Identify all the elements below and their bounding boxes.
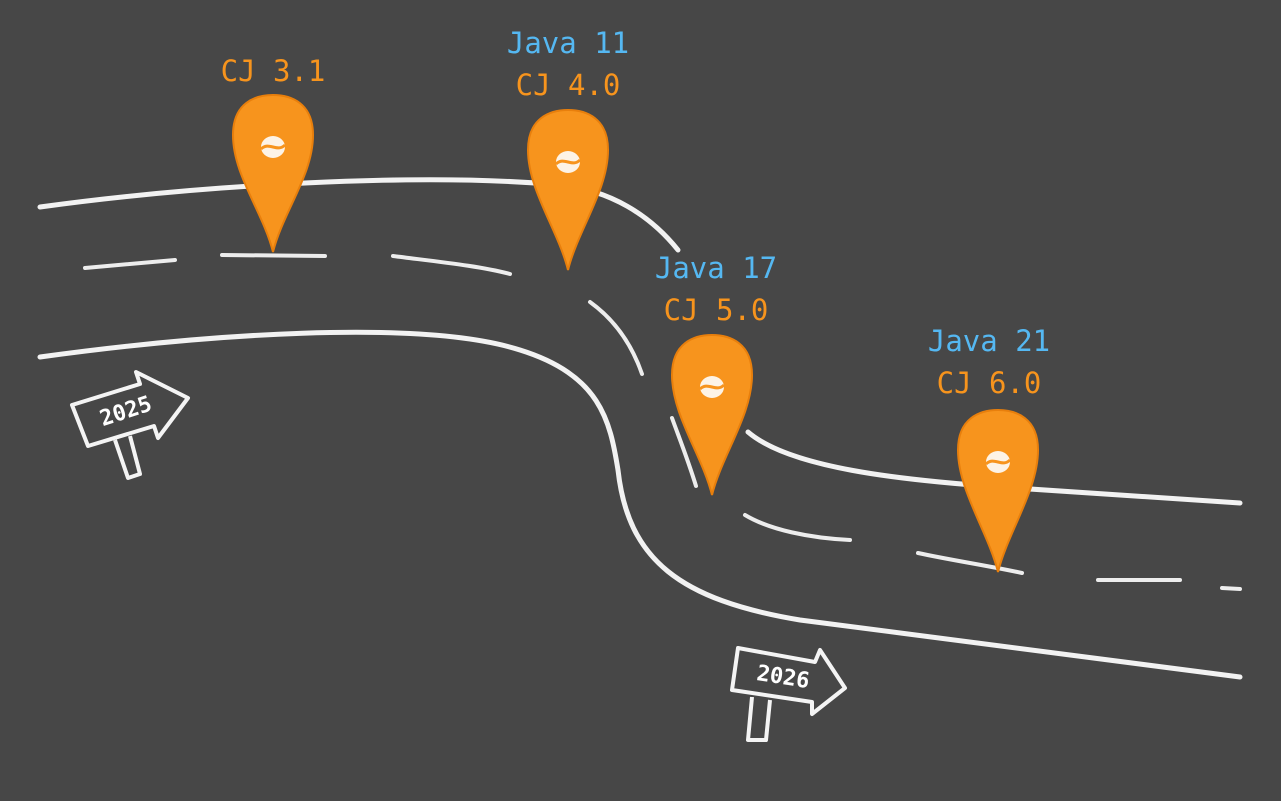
coffee-bean-seam bbox=[698, 383, 726, 391]
milestone-2-java-label: Java 11 bbox=[506, 26, 630, 60]
map-pin-4 bbox=[956, 408, 1040, 573]
map-pin-3-body bbox=[670, 333, 754, 496]
road-top-edge bbox=[37, 177, 681, 253]
coffee-bean-seam bbox=[259, 143, 287, 151]
map-pin-1 bbox=[231, 93, 315, 253]
coffee-bean-icon bbox=[698, 376, 726, 398]
coffee-bean-icon bbox=[984, 451, 1012, 473]
coffee-bean-seam bbox=[554, 158, 582, 166]
milestone-3-cj-label: CJ 5.0 bbox=[663, 293, 769, 327]
sign-2025: 2025 bbox=[70, 370, 190, 480]
map-pin-1-body bbox=[231, 93, 315, 253]
milestone-2-cj-label: CJ 4.0 bbox=[515, 68, 621, 102]
map-pin-3 bbox=[670, 333, 754, 496]
milestone-1-cj-label: CJ 3.1 bbox=[220, 54, 326, 88]
map-pin-2 bbox=[526, 108, 610, 271]
coffee-bean-icon bbox=[554, 151, 582, 173]
road-centre-line bbox=[83, 253, 1242, 591]
map-pin-4-body bbox=[956, 408, 1040, 573]
milestone-4-java-label: Java 21 bbox=[927, 324, 1051, 358]
coffee-bean-icon bbox=[259, 136, 287, 158]
sign-2026: 2026 bbox=[730, 646, 847, 742]
coffee-bean-seam bbox=[984, 458, 1012, 466]
road-bottom-edge bbox=[37, 329, 1243, 680]
milestone-4-cj-label: CJ 6.0 bbox=[936, 366, 1042, 400]
milestone-3-java-label: Java 17 bbox=[654, 251, 778, 285]
map-pin-2-body bbox=[526, 108, 610, 271]
